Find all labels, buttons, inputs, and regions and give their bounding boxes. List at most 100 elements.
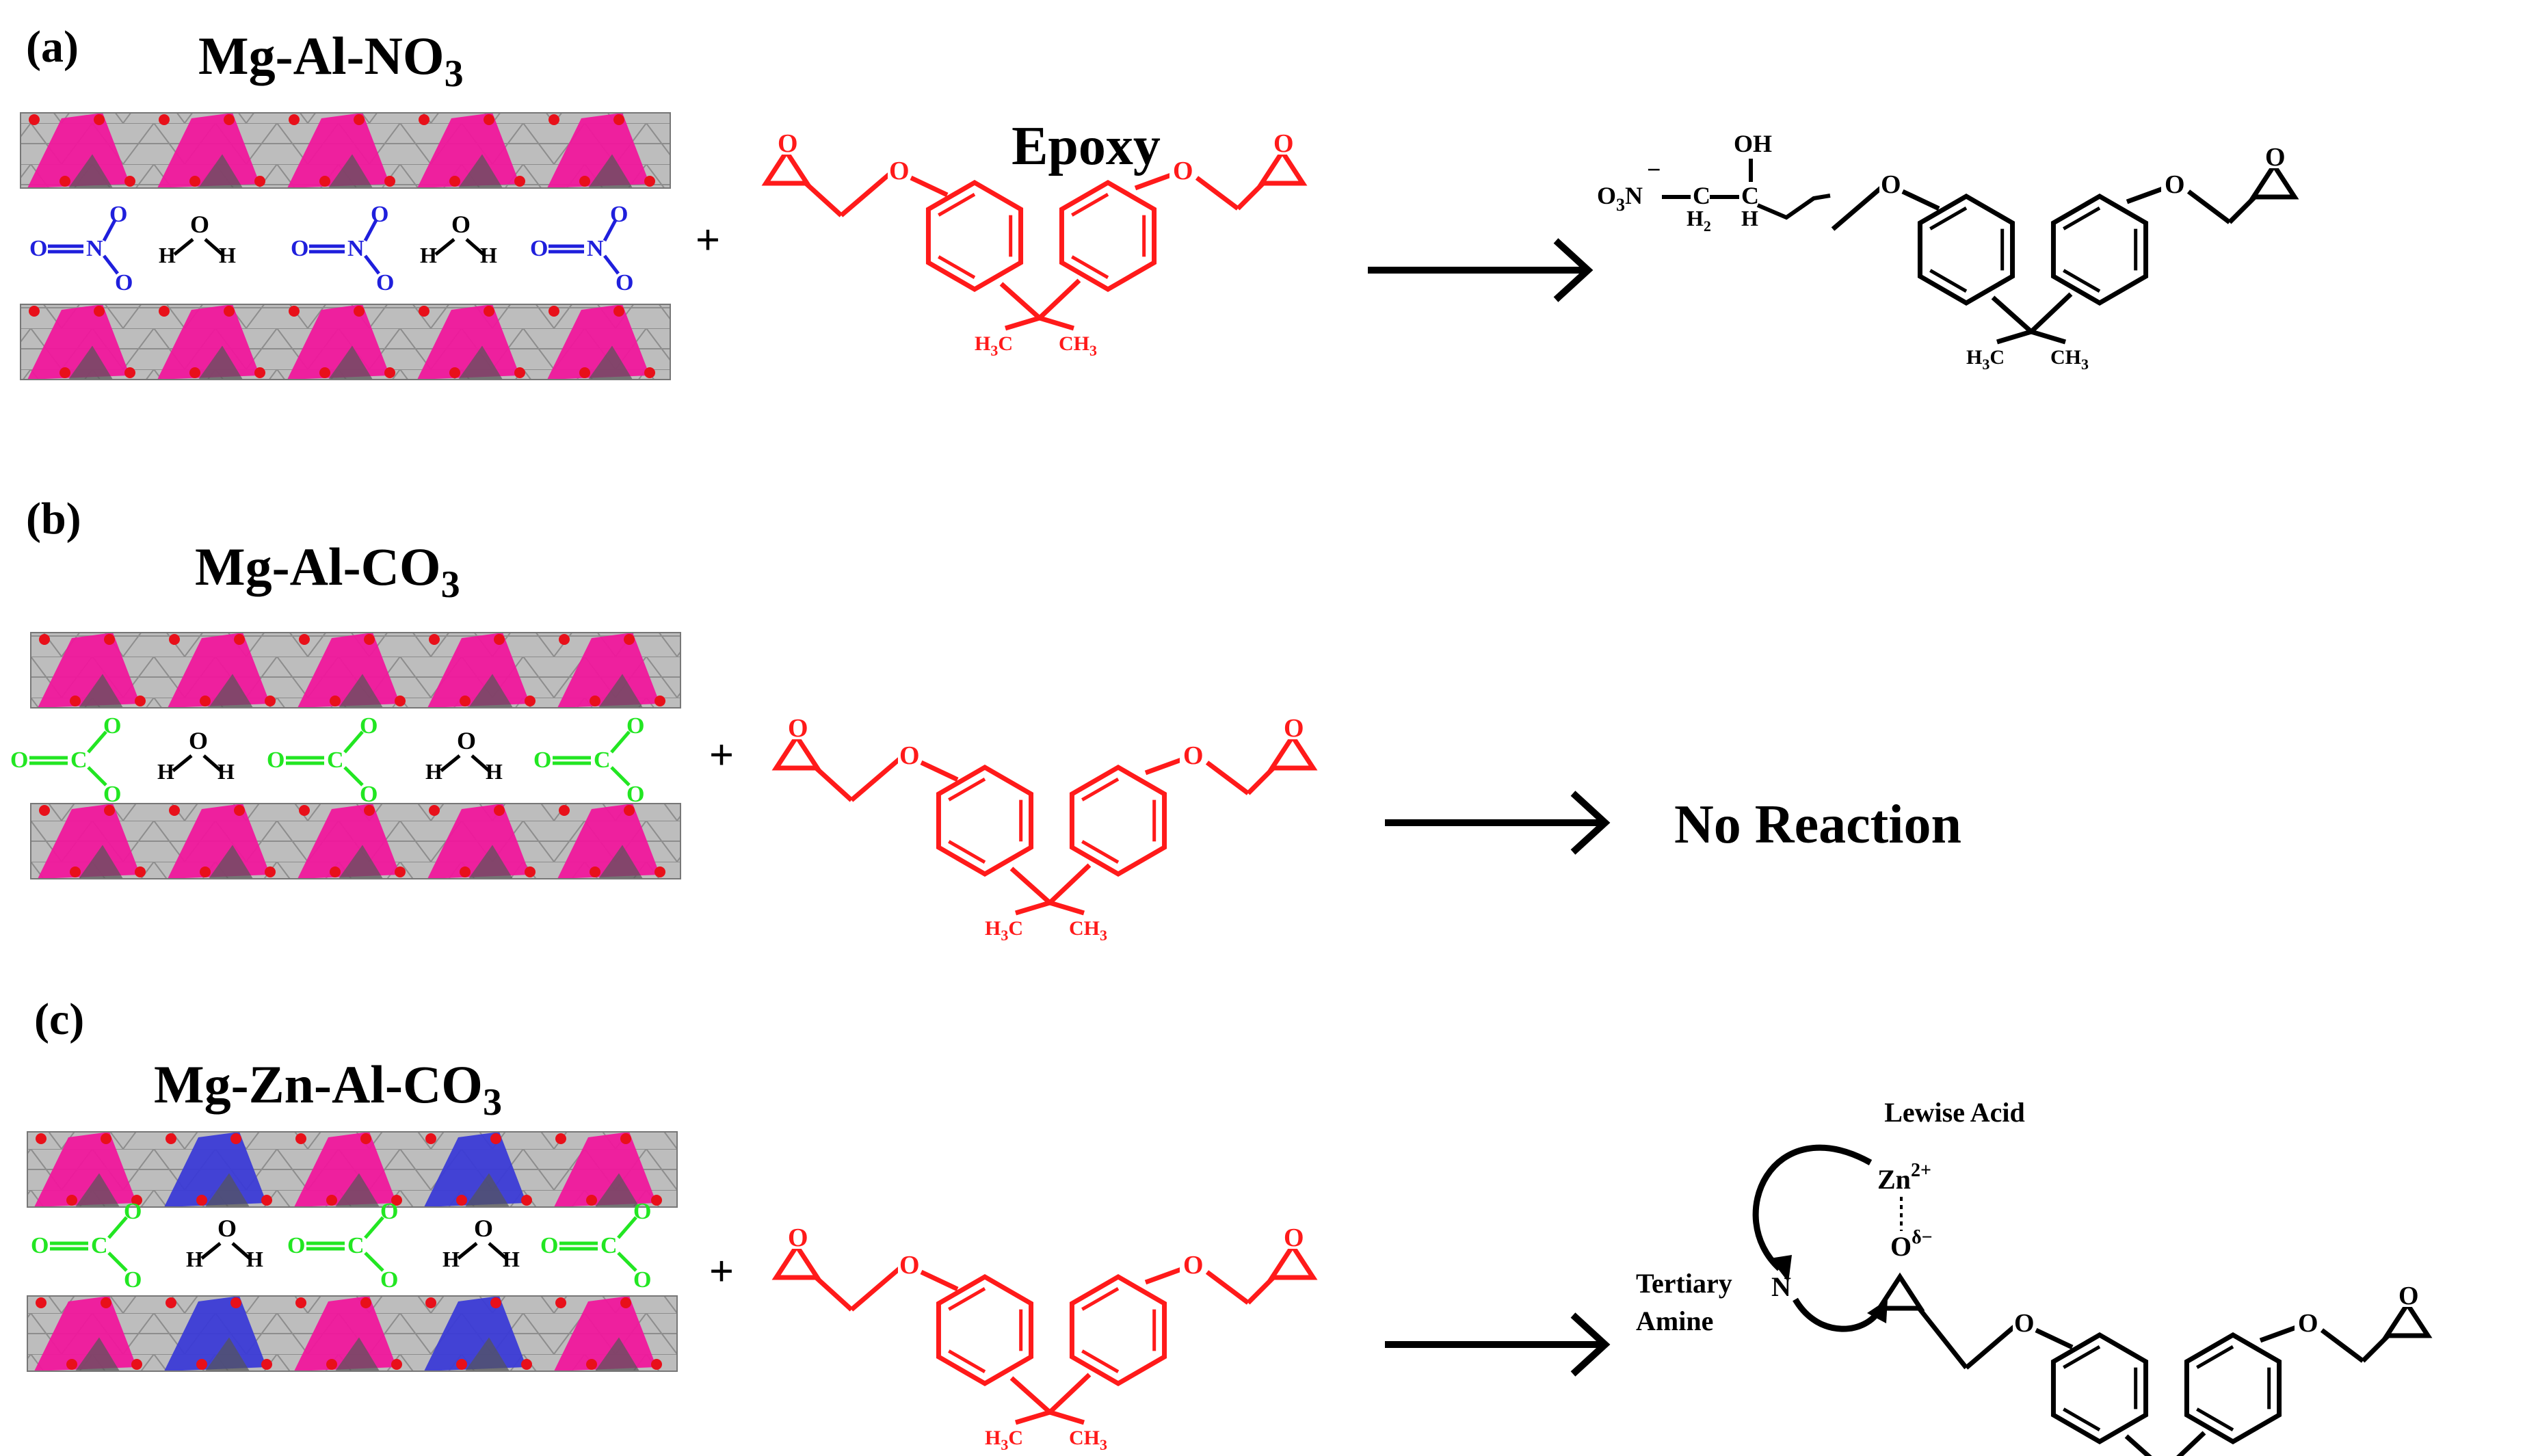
svg-text:O: O	[115, 270, 133, 295]
svg-text:O: O	[626, 782, 644, 807]
svg-text:H: H	[480, 243, 497, 267]
reaction-arrow-b	[1385, 791, 1611, 855]
svg-text:H: H	[442, 1247, 460, 1271]
ldh-top-layer-b	[30, 632, 681, 709]
svg-text:H: H	[219, 243, 236, 267]
svg-text:H: H	[486, 759, 503, 784]
svg-text:O: O	[457, 727, 476, 754]
ldh-layer-slabs	[20, 112, 681, 1372]
svg-text:O: O	[287, 1233, 305, 1258]
svg-text:CH3: CH3	[1069, 917, 1107, 944]
svg-text:H3C: H3C	[975, 332, 1013, 359]
svg-text:C: C	[91, 1233, 108, 1258]
svg-text:O: O	[124, 1267, 142, 1293]
plus-sign-c: +	[709, 1247, 734, 1295]
svg-text:H: H	[246, 1247, 263, 1271]
svg-text:CH3: CH3	[1069, 1427, 1107, 1453]
svg-text:O: O	[10, 747, 28, 773]
svg-text:C: C	[600, 1233, 618, 1258]
svg-text:C: C	[327, 747, 344, 773]
reaction-arrow-a	[1368, 238, 1594, 302]
svg-text:O: O	[380, 1199, 398, 1224]
epoxide-oxygen: Oδ−	[1890, 1227, 1933, 1262]
svg-text:O: O	[530, 236, 548, 261]
svg-text:O: O	[626, 713, 644, 739]
svg-text:O: O	[2398, 1282, 2419, 1310]
svg-text:N: N	[86, 236, 103, 261]
svg-text:H3C: H3C	[985, 1427, 1023, 1453]
water-molecule-c2: OH H	[442, 1215, 520, 1271]
svg-text:C: C	[594, 747, 611, 773]
panel-a-letter: (a)	[26, 22, 79, 72]
svg-text:O: O	[533, 747, 551, 773]
svg-text:O: O	[380, 1267, 398, 1293]
svg-text:O: O	[540, 1233, 558, 1258]
panel-b-labels: (b) Mg-Al-CO3	[26, 494, 460, 606]
svg-text:O: O	[2014, 1309, 2035, 1338]
ldh-top-layer-c	[27, 1131, 678, 1208]
panel-c-mechanism: Lewise Acid Zn2+ Oδ− Tertiary Amine N	[1636, 1097, 2025, 1336]
svg-text:O: O	[778, 129, 798, 158]
svg-text:H3C: H3C	[1966, 346, 2005, 373]
svg-text:O: O	[360, 782, 378, 807]
svg-text:O: O	[474, 1215, 493, 1242]
svg-text:O: O	[2165, 170, 2185, 199]
product-nitrate-group: O3N	[1597, 182, 1643, 215]
product-c2: C	[1741, 182, 1759, 209]
svg-text:C: C	[347, 1233, 365, 1258]
svg-text:O: O	[2298, 1309, 2318, 1338]
svg-text:CH3: CH3	[1059, 332, 1097, 359]
ldh-bottom-layer-a	[20, 304, 671, 380]
svg-text:O: O	[29, 236, 47, 261]
product-h: H	[1741, 206, 1758, 230]
panel-a-labels: (a) Mg-Al-NO3	[26, 22, 464, 95]
svg-text:CH3: CH3	[2050, 346, 2089, 373]
panel-c-ldh-name: Mg-Zn-Al-CO3	[154, 1055, 502, 1124]
svg-text:H: H	[425, 759, 442, 784]
svg-text:O: O	[217, 1215, 237, 1242]
svg-text:O: O	[1183, 741, 1204, 770]
tertiary-amine-label-1: Tertiary	[1636, 1268, 1732, 1299]
svg-text:O: O	[1284, 1223, 1304, 1252]
panel-b-letter: (b)	[26, 494, 81, 544]
svg-text:O: O	[1183, 1251, 1204, 1280]
water-molecule-b2: OH H	[425, 727, 503, 784]
svg-text:O: O	[2265, 143, 2286, 172]
svg-text:H: H	[217, 759, 235, 784]
svg-text:N: N	[587, 236, 604, 261]
svg-text:O: O	[31, 1233, 49, 1258]
svg-text:O: O	[1173, 157, 1193, 185]
svg-text:O: O	[376, 270, 394, 295]
svg-text:O: O	[360, 713, 378, 739]
ldh-bottom-layer-b	[30, 803, 681, 879]
svg-text:O: O	[103, 782, 121, 807]
tertiary-amine-label-2: Amine	[1636, 1306, 1713, 1336]
svg-text:H: H	[159, 243, 176, 267]
svg-text:O: O	[616, 270, 633, 295]
svg-text:O: O	[189, 727, 208, 754]
svg-text:H3C: H3C	[985, 917, 1023, 944]
curved-arrow-n-to-c	[1793, 1297, 1882, 1332]
product-h2: H2	[1687, 206, 1711, 235]
svg-text:O: O	[1284, 714, 1304, 743]
svg-text:C: C	[70, 747, 88, 773]
svg-text:N: N	[347, 236, 365, 261]
svg-text:O: O	[889, 157, 910, 185]
svg-text:H: H	[186, 1247, 203, 1271]
svg-text:H: H	[503, 1247, 520, 1271]
svg-text:O: O	[190, 211, 209, 238]
plus-sign-b: +	[709, 730, 734, 779]
